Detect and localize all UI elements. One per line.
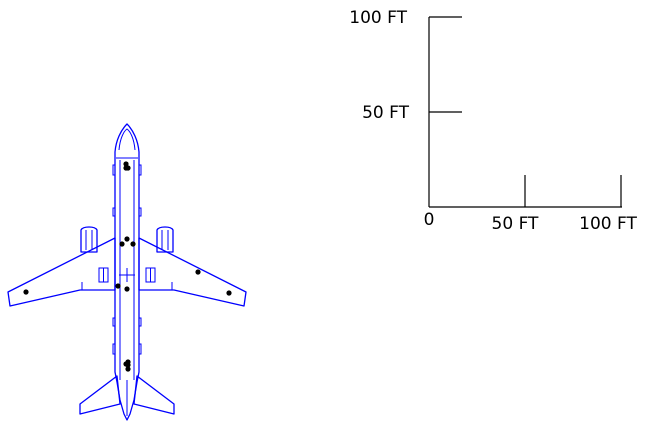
scale-bar: 100 FT 50 FT 0 50 FT 100 FT: [349, 8, 637, 234]
point-marker: [226, 290, 232, 296]
point-marker: [124, 236, 130, 242]
point-marker: [119, 241, 125, 247]
airplane-points: [23, 161, 232, 372]
point-marker: [125, 366, 131, 372]
scale-label-50ft-vertical: 50 FT: [362, 103, 410, 123]
right-wing: [138, 237, 247, 307]
point-marker: [115, 283, 121, 289]
scale-label-50ft-horizontal: 50 FT: [492, 214, 540, 234]
right-horizontal-stabilizer: [133, 375, 175, 415]
point-marker: [123, 165, 129, 171]
left-wing: [7, 237, 116, 307]
point-marker: [123, 361, 129, 367]
scale-label-100ft-horizontal: 100 FT: [579, 214, 637, 234]
point-marker: [195, 269, 201, 275]
point-marker: [130, 241, 136, 247]
point-marker: [123, 161, 129, 167]
left-horizontal-stabilizer: [79, 375, 121, 415]
scale-label-origin: 0: [424, 210, 435, 230]
nose-inner-outline: [118, 128, 136, 151]
point-marker: [124, 286, 130, 292]
left-engine: [80, 226, 98, 253]
fuselage-doors: [112, 164, 142, 355]
left-main-gear: [98, 267, 109, 283]
airplane-top-view: [7, 123, 247, 421]
wing-center-cross: [119, 268, 135, 282]
right-engine: [156, 226, 174, 253]
right-main-gear: [145, 267, 156, 283]
fuselage-outline: [114, 123, 140, 421]
point-marker: [23, 289, 29, 295]
scale-label-100ft-vertical: 100 FT: [349, 8, 407, 28]
